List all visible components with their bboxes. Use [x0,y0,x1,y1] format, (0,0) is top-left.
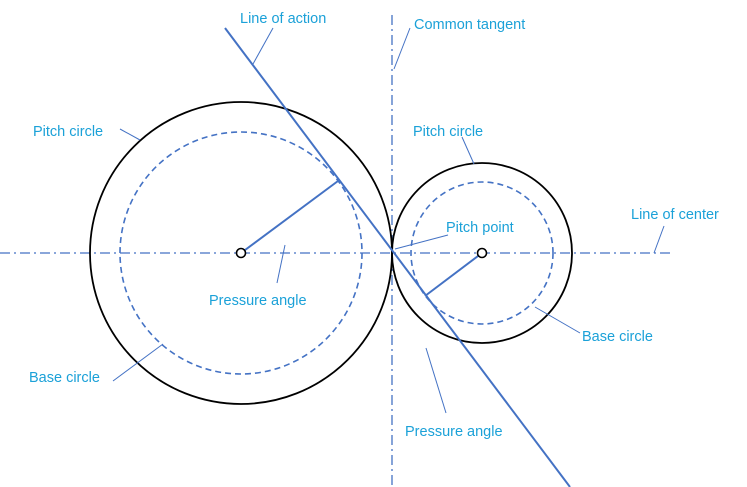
right-base-circle [410,181,554,325]
left-base-circle [119,131,363,375]
leader-lines [112,27,665,414]
label-pitch-point: Pitch point [446,220,514,236]
label-base-circle-left: Base circle [29,370,100,386]
leader-pitch-point [394,234,449,250]
left-radius-line [240,180,339,254]
right-gear-center [476,247,488,259]
leader-common-tangent [393,27,411,70]
leader-line-of-action [252,27,274,65]
label-pressure-angle-right: Pressure angle [405,424,503,440]
leader-base-circle-right [534,306,581,334]
leader-line-of-center [653,225,665,254]
leader-base-circle-left [112,343,164,382]
leader-pressure-angle-right [425,347,447,414]
leader-pitch-circle-left [119,128,141,141]
label-pressure-angle-left: Pressure angle [209,293,307,309]
right-radius-line [424,252,483,297]
leader-pressure-angle-left [276,244,286,284]
leader-pitch-circle-right [461,136,475,165]
label-pitch-circle-left: Pitch circle [33,124,103,140]
label-line-of-center: Line of center [631,207,719,223]
label-line-of-action: Line of action [240,11,326,27]
labels: Line of action Common tangent Pitch circ… [29,11,719,440]
left-gear-center [235,247,247,259]
label-base-circle-right: Base circle [582,329,653,345]
right-pitch-circle [391,162,573,344]
label-common-tangent: Common tangent [414,17,525,33]
label-pitch-circle-right: Pitch circle [413,124,483,140]
line-of-action [224,27,571,487]
